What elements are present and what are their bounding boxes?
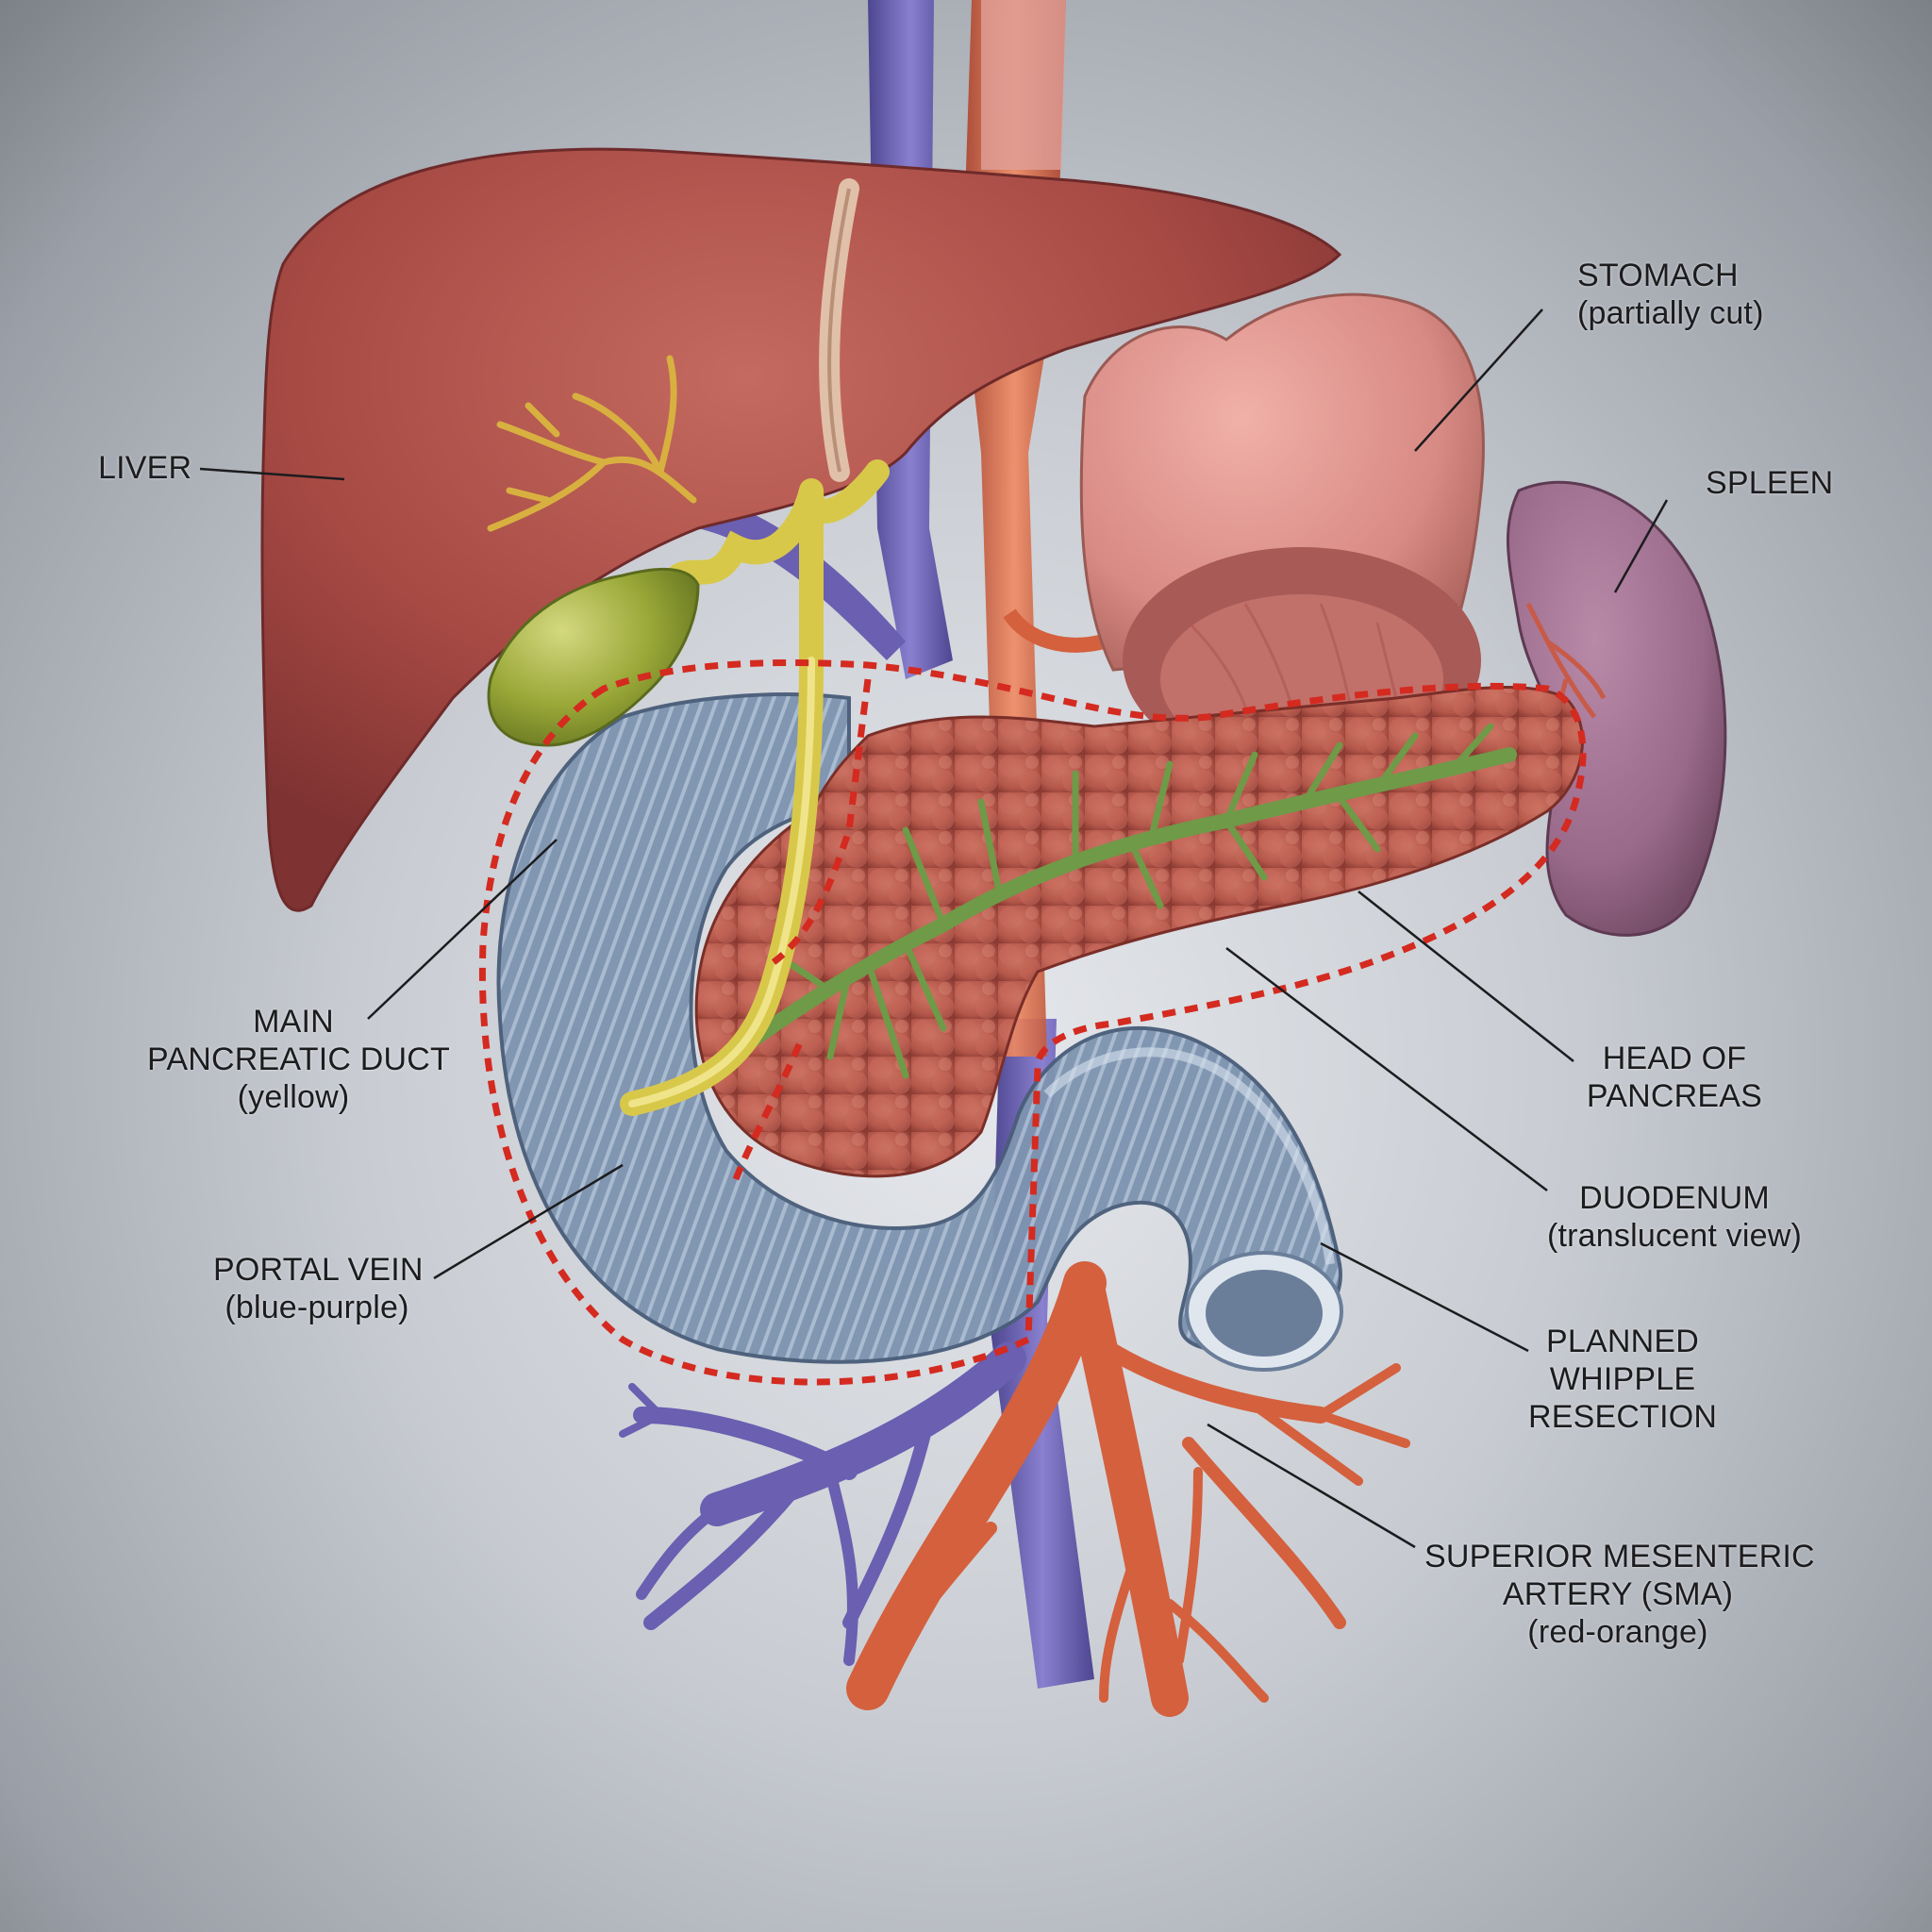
label-liver: LIVER: [98, 450, 192, 486]
label-sma: SUPERIOR MESENTERIC ARTERY (SMA) (red-or…: [1424, 1539, 1815, 1650]
label-stomach: STOMACH (partially cut): [1577, 258, 1764, 331]
leader-lines: [199, 308, 1669, 1549]
duodenum: [496, 692, 1343, 1372]
label-duodenum: DUODENUM (translucent view): [1546, 1180, 1803, 1254]
pancreatic-duct-branches: [709, 723, 1517, 1079]
label-main-pancreatic-duct: MAIN PANCREATIC DUCT (yellow): [147, 1004, 450, 1115]
label-head-of-pancreas: HEAD OF PANCREAS: [1586, 1041, 1763, 1114]
spleen: [1507, 480, 1727, 937]
gallbladder: [487, 567, 700, 747]
whipple-resection-outline: [478, 659, 1587, 1386]
label-portal-vein: PORTAL VEIN (blue-purple): [213, 1252, 424, 1325]
label-planned-whipple-resection: PLANNED WHIPPLE RESECTION: [1528, 1324, 1718, 1435]
pancreas: [694, 685, 1584, 1178]
intrahepatic-bile-ducts: [487, 355, 697, 532]
liver: [260, 147, 1342, 912]
label-spleen: SPLEEN: [1706, 465, 1834, 501]
